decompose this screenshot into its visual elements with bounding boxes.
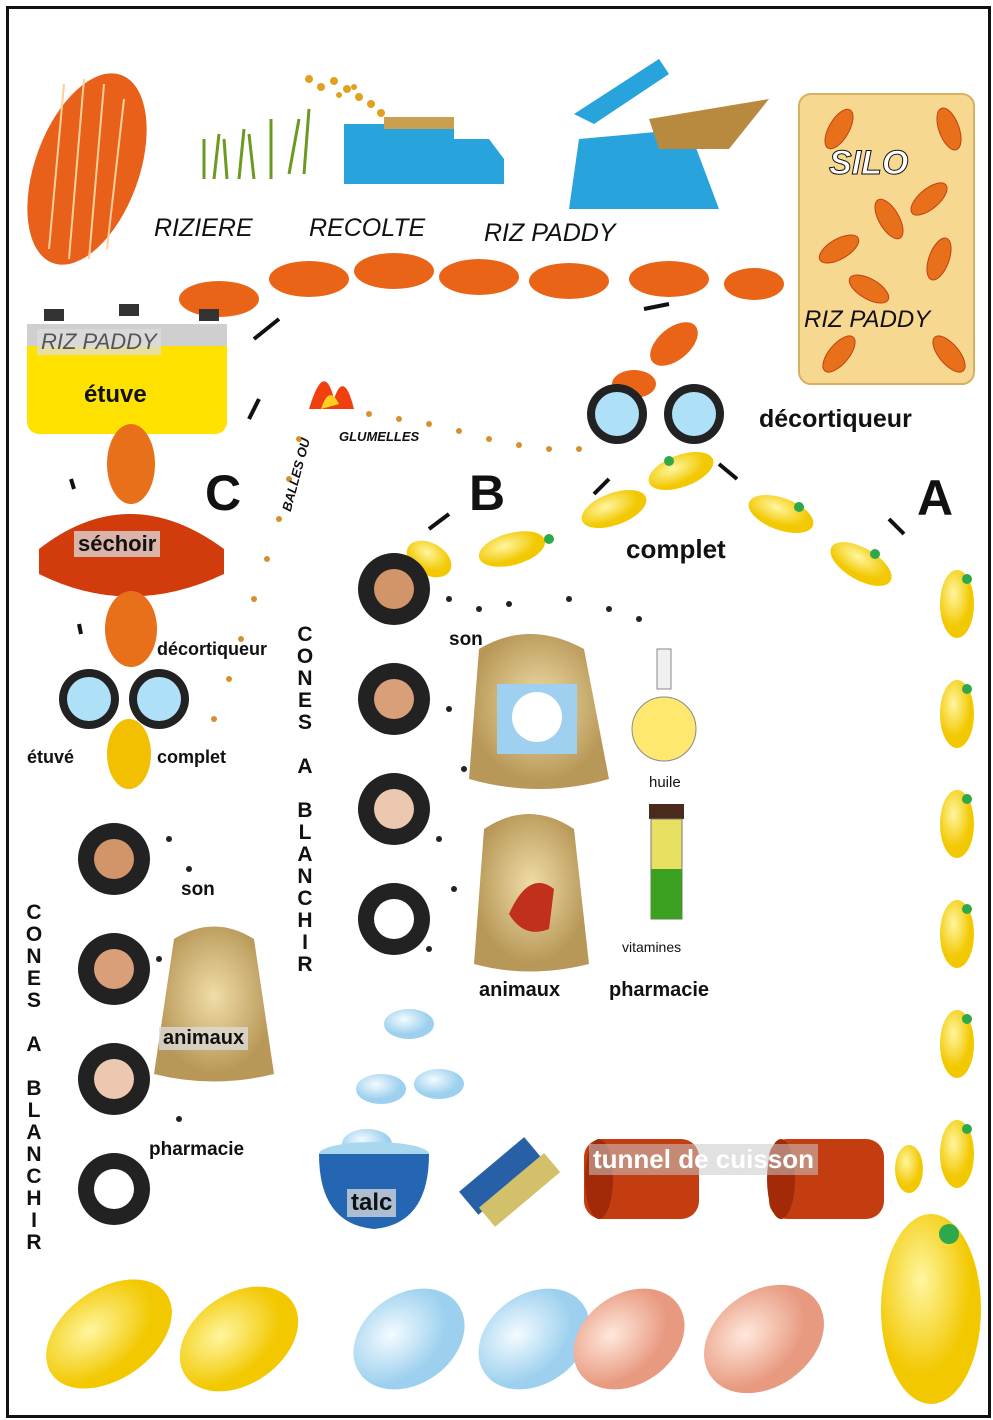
truck-delivery bbox=[569, 59, 769, 209]
pharmacie-b-label: pharmacie bbox=[609, 979, 709, 1002]
cones_b-letter bbox=[294, 778, 316, 800]
cones-b bbox=[358, 553, 430, 955]
cones_c-letter: N bbox=[23, 1144, 45, 1166]
cones_b-letter: C bbox=[294, 624, 316, 646]
sechoir-label: séchoir bbox=[74, 531, 160, 557]
label-riziere: RIZIERE bbox=[154, 214, 253, 243]
cones_b-letter: O bbox=[294, 646, 316, 668]
truck-harvest bbox=[344, 117, 504, 196]
germ-spots bbox=[544, 456, 972, 1244]
paddy-grain-sechoir bbox=[105, 591, 157, 667]
silo-subtitle: RIZ PADDY bbox=[804, 306, 930, 334]
grain-etuve-complet bbox=[107, 719, 151, 789]
polished-grains bbox=[342, 1009, 464, 1159]
etuve-grain-label: étuvé bbox=[27, 747, 74, 768]
etuve-label: étuve bbox=[84, 381, 147, 409]
oil-flask bbox=[632, 649, 696, 761]
cones_b-letter: B bbox=[294, 800, 316, 822]
letter-b: B bbox=[469, 464, 505, 522]
cones_b-letter: E bbox=[294, 690, 316, 712]
cones_c-letter: E bbox=[23, 968, 45, 990]
silo bbox=[799, 94, 974, 384]
cones_b-letter: I bbox=[294, 932, 316, 954]
polishing-brush bbox=[459, 1137, 560, 1227]
huile-label: huile bbox=[649, 774, 681, 791]
talc-label: talc bbox=[347, 1189, 396, 1217]
cones_c-letter: R bbox=[23, 1232, 45, 1254]
cones_c-letter: H bbox=[23, 1188, 45, 1210]
animaux-c-label: animaux bbox=[159, 1027, 248, 1050]
final-grains bbox=[26, 1257, 845, 1415]
husk-fire bbox=[309, 381, 354, 409]
paddy-grain-large bbox=[9, 57, 170, 281]
cones_b-letter: N bbox=[294, 866, 316, 888]
cones_c-letter: C bbox=[23, 902, 45, 924]
vitamines-label: vitamines bbox=[622, 939, 681, 955]
dehusker-main bbox=[587, 384, 724, 444]
decortiqueur-main-label: décortiqueur bbox=[759, 405, 912, 434]
cones_c-letter: S bbox=[23, 990, 45, 1012]
grain-stream-harvest bbox=[305, 75, 393, 128]
cones_c-letter bbox=[23, 1012, 45, 1034]
label-recolte: RECOLTE bbox=[309, 214, 425, 243]
cones_c-letter: N bbox=[23, 946, 45, 968]
letter-a: A bbox=[917, 469, 953, 527]
son-b-label: son bbox=[449, 629, 483, 651]
bag-animal-feed-c bbox=[154, 927, 274, 1082]
paddy-grain-etuve bbox=[107, 424, 155, 504]
cones_c-letter bbox=[23, 1056, 45, 1078]
cones_c-letter: O bbox=[23, 924, 45, 946]
cones_b-letter: R bbox=[294, 954, 316, 976]
cones_b-letter: C bbox=[294, 888, 316, 910]
cones_c-letter: I bbox=[23, 1210, 45, 1232]
etuve-tank bbox=[27, 304, 227, 434]
cones_b-letter: L bbox=[294, 822, 316, 844]
cones_c-letter: B bbox=[23, 1078, 45, 1100]
vitamin-vial bbox=[649, 804, 684, 919]
cones_b-letter: N bbox=[294, 668, 316, 690]
etuve-tank-title: RIZ PADDY bbox=[37, 329, 161, 355]
diagram-frame: RIZIERE RECOLTE RIZ PADDY SILO RIZ PADDY… bbox=[6, 6, 991, 1418]
cones_b-letter: H bbox=[294, 910, 316, 932]
cones-c bbox=[78, 823, 150, 1225]
bag-pet-food bbox=[469, 634, 609, 789]
complet-main-label: complet bbox=[626, 534, 726, 565]
bag-poultry-feed bbox=[474, 814, 589, 972]
letter-c: C bbox=[205, 464, 241, 522]
cones_c-letter: A bbox=[23, 1122, 45, 1144]
cones_b-letter: S bbox=[294, 712, 316, 734]
animaux-b-label: animaux bbox=[479, 979, 560, 1002]
silo-title: SILO bbox=[829, 144, 908, 183]
glumelles-label: GLUMELLES bbox=[339, 429, 419, 444]
son-c-label: son bbox=[181, 879, 215, 901]
tunnel-label: tunnel de cuisson bbox=[589, 1144, 818, 1175]
decortiqueur-small-label: décortiqueur bbox=[157, 639, 267, 660]
cones_b-letter: A bbox=[294, 844, 316, 866]
cones_b-letter: A bbox=[294, 756, 316, 778]
cones_c-letter: C bbox=[23, 1166, 45, 1188]
cones_c-letter: L bbox=[23, 1100, 45, 1122]
label-riz-paddy-truck: RIZ PADDY bbox=[484, 219, 616, 248]
complet-grain-label: complet bbox=[157, 747, 226, 768]
cones_b-letter bbox=[294, 734, 316, 756]
pharmacie-c-label: pharmacie bbox=[149, 1139, 244, 1161]
rice-field-plants bbox=[204, 109, 309, 179]
cones_c-letter: A bbox=[23, 1034, 45, 1056]
